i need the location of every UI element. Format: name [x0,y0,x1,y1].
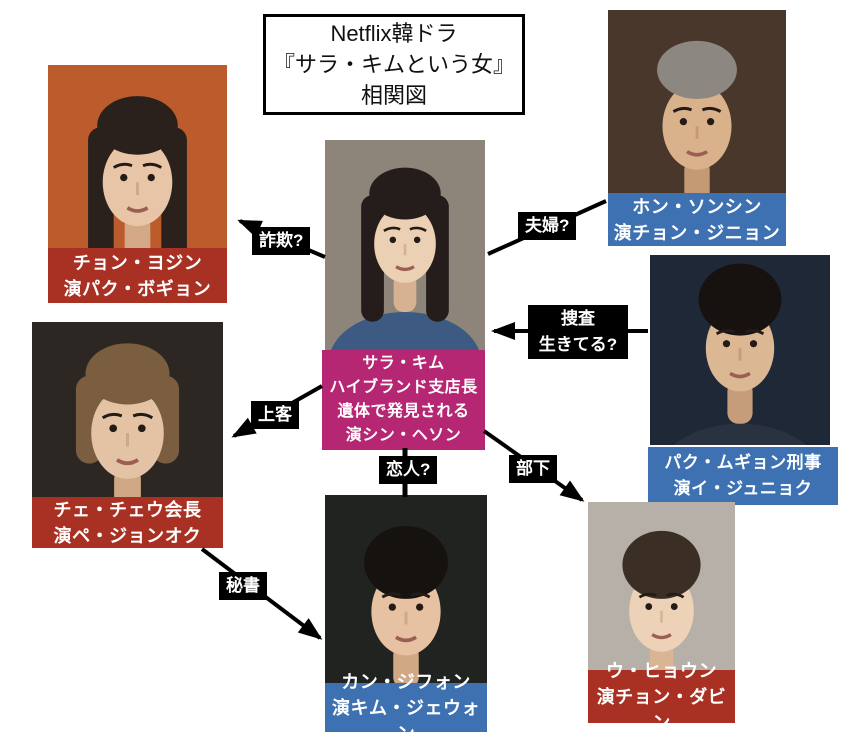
relation-label-buka: 部下 [509,455,557,483]
character-card-kang-jifon: カン・ジフォン 演キム・ジェウォン [325,495,487,740]
character-name: チョン・ヨジン [72,252,203,273]
actor-name: 演イ・ジュニョク [673,479,813,498]
label-hong-sonsin: ホン・ソンシン 演チョン・ジニョン [608,193,786,246]
character-role: 遺体で発見される [337,403,470,420]
relation-label-sousa-line1: 捜査 [561,309,595,328]
character-role: ハイブランド支店長 [329,379,478,396]
actor-name: 演ペ・ジョンオク [53,525,202,546]
character-card-sara-kim: サラ・キム ハイブランド支店長 遺体で発見される 演シン・ヘソン [322,140,485,450]
portrait-jeon-yojin [48,65,227,303]
character-name: サラ・キム [362,355,445,372]
relation-label-sousa-line2: 生きてる? [538,335,618,354]
actor-name: 演シン・ヘソン [345,427,462,444]
label-sara-kim: サラ・キム ハイブランド支店長 遺体で発見される 演シン・ヘソン [322,350,485,450]
title-line-1: Netflix韓ドラ [330,21,458,46]
character-card-woo-hyoun: ウ・ヒョウン 演チョン・ダビン [588,502,735,733]
character-card-jeon-yojin: チョン・ヨジン 演パク・ボギョン [48,65,227,303]
relation-label-sousa: 捜査 生きてる? [528,305,628,359]
character-name: ホン・ソンシン [632,196,762,217]
actor-name: 演チョン・ジニョン [613,222,781,243]
title-line-3: 相関図 [360,83,427,108]
label-kang-jifon: カン・ジフォン 演キム・ジェウォン [325,672,487,740]
relation-label-hisho: 秘書 [219,572,267,600]
actor-name: 演キム・ジェウォン [332,697,480,740]
character-card-choi-cheu: チェ・チェウ会長 演ペ・ジョンオク [32,322,223,548]
character-name: カン・ジフォン [341,671,471,692]
portrait-sara-kim [325,140,485,351]
label-park-mugyeon: パク・ムギョン刑事 演イ・ジュニョク [648,447,838,505]
character-name: パク・ムギョン刑事 [664,453,822,472]
character-card-hong-sonsin: ホン・ソンシン 演チョン・ジニョン [608,10,786,246]
chart-title-box: Netflix韓ドラ 『サラ・キムという女』 相関図 [263,14,525,115]
actor-name: 演チョン・ダビン [596,686,727,733]
relation-label-sagi: 詐欺? [252,227,311,255]
relation-label-fufu: 夫婦? [518,212,577,240]
relation-label-joukaku: 上客 [251,401,299,429]
label-woo-hyoun: ウ・ヒョウン 演チョン・ダビン [588,661,735,733]
character-card-park-mugyeon: パク・ムギョン刑事 演イ・ジュニョク [648,255,838,505]
relation-label-koibito: 恋人? [379,456,438,484]
actor-name: 演パク・ボギョン [63,278,212,299]
title-line-2: 『サラ・キムという女』 [272,52,515,77]
character-name: チェ・チェウ会長 [53,499,202,520]
label-jeon-yojin: チョン・ヨジン 演パク・ボギョン [48,248,227,303]
character-name: ウ・ヒョウン [606,660,717,681]
label-choi-cheu: チェ・チェウ会長 演ペ・ジョンオク [32,497,223,548]
portrait-park-mugyeon [650,255,830,445]
